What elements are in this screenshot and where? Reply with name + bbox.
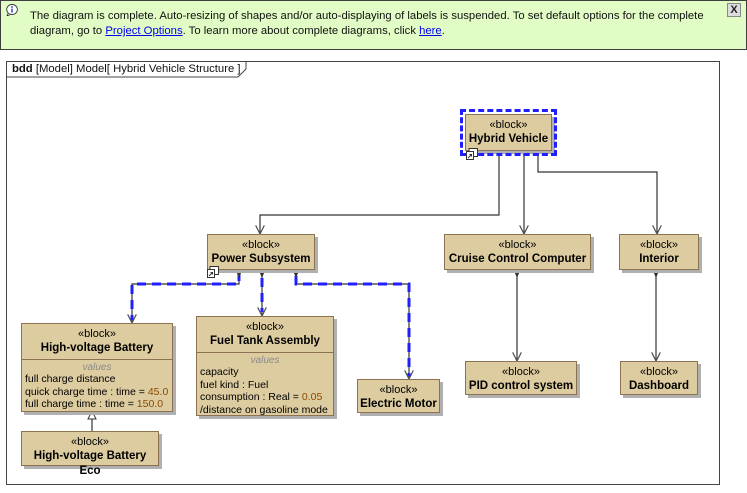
block-name: Hybrid Vehicle [468,133,549,145]
banner-text: . To learn more about complete diagrams,… [182,25,420,37]
subdiagram-icon[interactable] [466,148,478,160]
value-property[interactable]: consumption : Real = 0.05 [200,391,330,404]
block-high-voltage-battery[interactable]: «block» High-voltage Battery values full… [21,323,173,412]
stereotype-label: «block» [78,328,116,340]
block-pid-control-system[interactable]: «block» PID control system [465,361,577,395]
stereotype-label: «block» [71,436,109,448]
diagram-kind: bdd [12,63,33,75]
values-compartment: values full charge distance quick charge… [22,359,172,411]
compartment-title: values [250,355,280,366]
value-property[interactable]: quick charge time : time = 45.0 [25,386,169,399]
compartment-title: values [82,362,112,373]
stereotype-label: «block» [498,239,537,251]
property-text: full charge distance [25,373,116,385]
banner-message: The diagram is complete. Auto-resizing o… [30,9,710,39]
block-interior[interactable]: «block» Interior [619,234,699,270]
diagram-frame [6,61,720,485]
property-default: 0.05 [301,391,323,403]
block-name: Cruise Control Computer [448,253,587,265]
property-text: full charge time : time = [25,398,137,410]
info-icon [6,4,18,16]
stereotype-label: «block» [489,119,528,131]
banner-text: The diagram is complete. Auto-resizing o… [30,10,704,37]
info-banner: The diagram is complete. Auto-resizing o… [0,0,747,50]
block-name: Power Subsystem [211,253,311,265]
close-icon: X [730,4,738,16]
block-hybrid-vehicle[interactable]: «block» Hybrid Vehicle [460,109,557,156]
block-name: Electric Motor [360,398,437,410]
diagram-name: [ Hybrid Vehicle Structure ] [106,63,241,75]
property-default: 45.0 [147,385,169,398]
block-power-subsystem[interactable]: «block» Power Subsystem [207,234,315,270]
stereotype-label: «block» [640,366,678,378]
property-text: quick charge time : time = [25,385,148,398]
block-name: Dashboard [628,380,690,392]
subdiagram-icon[interactable] [207,266,219,278]
generalization-arrow-icon [87,409,97,420]
block-dashboard[interactable]: «block» Dashboard [620,361,698,395]
value-property[interactable]: full charge time : time = 150.0 [25,398,169,411]
banner-text: . [441,25,445,37]
property-text: consumption : Real = [200,391,302,403]
block-name: Fuel Tank Assembly [210,335,320,347]
frame-tab-outline [6,61,247,78]
value-property[interactable]: capacity [200,366,330,379]
block-cruise-control-computer[interactable]: «block» Cruise Control Computer [444,234,591,270]
composition-hv-power[interactable] [260,151,500,234]
learn-more-link[interactable]: here [419,25,442,37]
property-default: 150.0 [136,398,164,410]
property-text: capacity [200,366,239,378]
values-compartment: values capacity fuel kind : Fuel consump… [197,352,333,416]
diagram-owner: [Model] Model [35,63,107,75]
block-high-voltage-battery-eco[interactable]: «block» High-voltage Battery Eco [21,431,159,477]
block-name: PID control system [468,380,574,392]
block-electric-motor[interactable]: «block» Electric Motor [357,379,440,413]
block-name: High-voltage Battery Eco [33,450,147,477]
close-banner-button[interactable]: X [727,3,741,17]
stereotype-label: «block» [246,321,284,333]
composition-hv-interior[interactable] [537,151,657,234]
stereotype-label: «block» [640,239,678,251]
block-name: High-voltage Battery [40,342,154,354]
project-options-link[interactable]: Project Options [105,25,183,37]
property-text: /distance on gasoline mode [200,403,328,416]
block-fuel-tank-assembly[interactable]: «block» Fuel Tank Assembly values capaci… [196,316,334,416]
stereotype-label: «block» [242,239,280,251]
stereotype-label: «block» [502,366,540,378]
block-name: Interior [639,253,679,265]
value-property[interactable]: fuel kind : Fuel [200,379,330,392]
value-property[interactable]: /distance on gasoline mode [200,404,330,417]
value-property[interactable]: full charge distance [25,373,169,386]
stereotype-label: «block» [379,384,418,396]
property-text: fuel kind : Fuel [200,378,269,391]
